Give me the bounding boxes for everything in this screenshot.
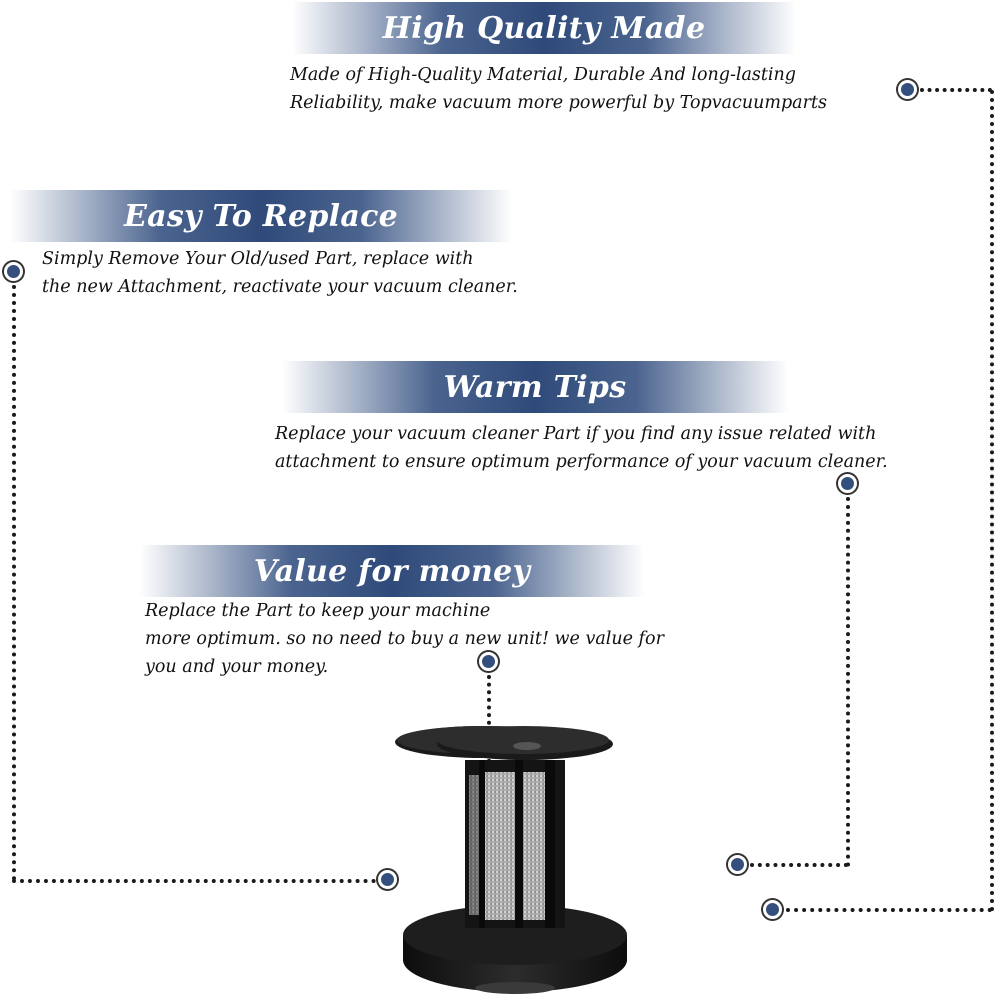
easy-replace-banner: Easy To Replace <box>10 190 512 242</box>
connector-high-quality-bottom <box>786 908 992 912</box>
connector-easy-replace-left <box>12 285 16 881</box>
high-quality-title: High Quality Made <box>382 10 706 46</box>
connector-easy-replace-bottom <box>12 879 376 883</box>
value-money-banner: Value for money <box>140 545 644 597</box>
connector-high-quality-top <box>920 88 992 92</box>
connector-high-quality-right <box>990 90 994 912</box>
value-money-line-3: you and your money. <box>145 657 329 677</box>
warm-tips-banner: Warm Tips <box>282 361 788 413</box>
marker-dot <box>4 262 23 281</box>
connector-warm-tips-right <box>846 497 850 867</box>
marker-dot <box>479 652 498 671</box>
warm-tips-title: Warm Tips <box>443 369 627 405</box>
high-quality-line-2: Reliability, make vacuum more powerful b… <box>290 93 827 113</box>
value-money-line-1: Replace the Part to keep your machine <box>145 601 491 621</box>
high-quality-banner: High Quality Made <box>292 2 796 54</box>
easy-replace-line-1: Simply Remove Your Old/used Part, replac… <box>42 249 474 269</box>
marker-dot <box>763 900 782 919</box>
warm-tips-line-2: attachment to ensure optimum performance… <box>275 452 888 472</box>
marker-dot <box>838 474 857 493</box>
value-money-line-2: more optimum. so no need to buy a new un… <box>145 629 664 649</box>
high-quality-description: Made of High-Quality Material, Durable A… <box>290 61 827 117</box>
value-money-title: Value for money <box>253 553 531 589</box>
easy-replace-line-2: the new Attachment, reactivate your vacu… <box>42 277 518 297</box>
connector-value-money <box>487 675 491 763</box>
marker-dot <box>728 855 747 874</box>
connector-warm-tips-bottom <box>750 863 848 867</box>
warm-tips-description: Replace your vacuum cleaner Part if you … <box>275 420 888 476</box>
value-money-description: Replace the Part to keep your machine mo… <box>145 597 664 681</box>
vacuum-filter-image <box>395 726 627 994</box>
high-quality-line-1: Made of High-Quality Material, Durable A… <box>290 65 797 85</box>
warm-tips-line-1: Replace your vacuum cleaner Part if you … <box>275 424 877 444</box>
easy-replace-description: Simply Remove Your Old/used Part, replac… <box>42 245 518 301</box>
easy-replace-title: Easy To Replace <box>123 198 399 234</box>
marker-dot <box>378 870 397 889</box>
marker-dot <box>898 80 917 99</box>
